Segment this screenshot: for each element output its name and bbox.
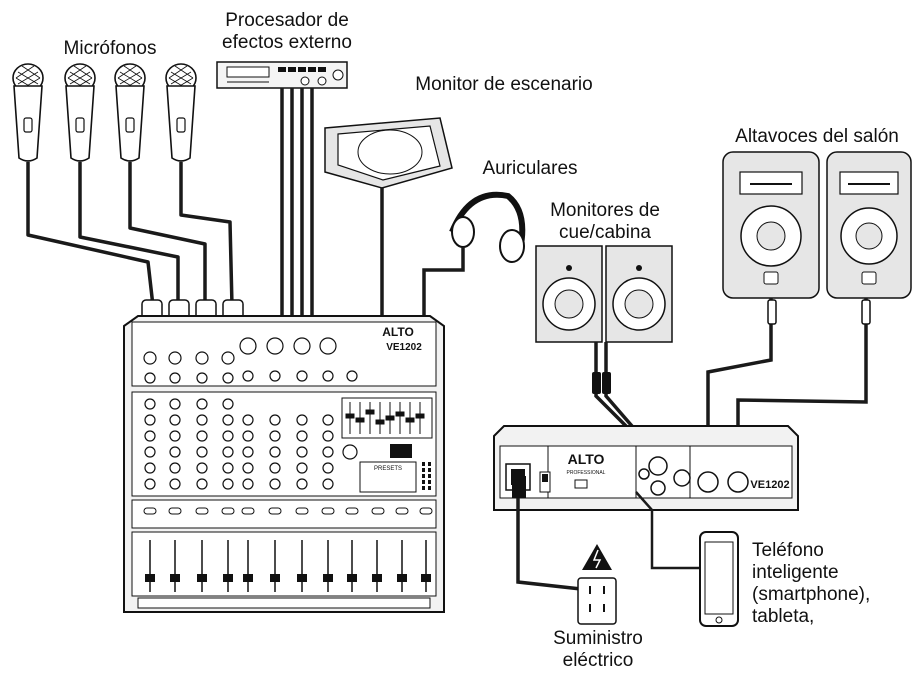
label-power-supply: Suministro eléctrico — [538, 628, 658, 672]
house-speaker-icon — [826, 151, 912, 299]
phone-line-4: tableta, — [752, 606, 815, 627]
cue-line-1: Monitores de — [550, 200, 660, 221]
microphone-icon — [12, 63, 44, 162]
microphone-icon — [114, 63, 146, 162]
phone-line-3: (smartphone), — [752, 584, 871, 605]
house-speaker-cables — [706, 298, 868, 430]
mixer-rear-panel: ALTO PROFESSIONAL VE1202 — [493, 425, 799, 511]
power-cable — [516, 488, 591, 592]
cue-jack-plugs — [592, 372, 611, 394]
stage-monitor-text: Monitor de escenario — [415, 74, 593, 95]
electrical-outlet-icon — [577, 544, 617, 625]
phone-line-1: Teléfono — [752, 540, 824, 561]
house-speakers-text: Altavoces del salón — [735, 126, 899, 147]
label-cue-monitors: Monitores de cue/cabina — [540, 200, 670, 244]
effects-processor-icon — [216, 61, 348, 89]
label-stage-monitor: Monitor de escenario — [394, 74, 614, 96]
label-microphones: Micrófonos — [40, 38, 180, 60]
power-line-2: eléctrico — [562, 650, 634, 671]
microphones-text: Micrófonos — [63, 38, 157, 59]
phone-cable — [635, 491, 700, 570]
label-smartphone: Teléfono inteligente (smartphone), table… — [752, 540, 912, 628]
microphone-icon — [165, 63, 197, 162]
power-line-1: Suministro — [553, 628, 643, 649]
power-plug — [512, 476, 526, 498]
effects-line-1: Procesador de — [225, 10, 349, 31]
label-effects-processor: Procesador de efectos externo — [212, 10, 362, 54]
cue-monitor-icon — [605, 245, 673, 343]
cue-line-2: cue/cabina — [559, 222, 651, 243]
mixer-brand-logo: ALTO — [382, 325, 414, 339]
cue-monitor-icon — [535, 245, 603, 343]
presets-label: PRESETS — [374, 466, 402, 472]
house-speaker-icon — [722, 151, 820, 299]
mixer-front-panel: PRESETS ALTO VE1202 — [123, 315, 445, 613]
rear-model: VE1202 — [750, 479, 789, 491]
rear-subbrand: PROFESSIONAL — [567, 470, 606, 476]
smartphone-icon — [699, 531, 739, 627]
headphones-text: Auriculares — [482, 158, 578, 179]
label-house-speakers: Altavoces del salón — [722, 126, 912, 148]
microphones — [12, 63, 197, 162]
phone-line-2: inteligente — [752, 562, 839, 583]
stage-monitor-icon — [324, 117, 453, 189]
mic-cables — [26, 162, 234, 307]
effects-line-2: efectos externo — [222, 32, 352, 53]
microphone-icon — [64, 63, 96, 162]
mixer-model: VE1202 — [386, 342, 422, 353]
rear-brand-logo: ALTO — [568, 451, 605, 467]
label-headphones: Auriculares — [470, 158, 590, 180]
